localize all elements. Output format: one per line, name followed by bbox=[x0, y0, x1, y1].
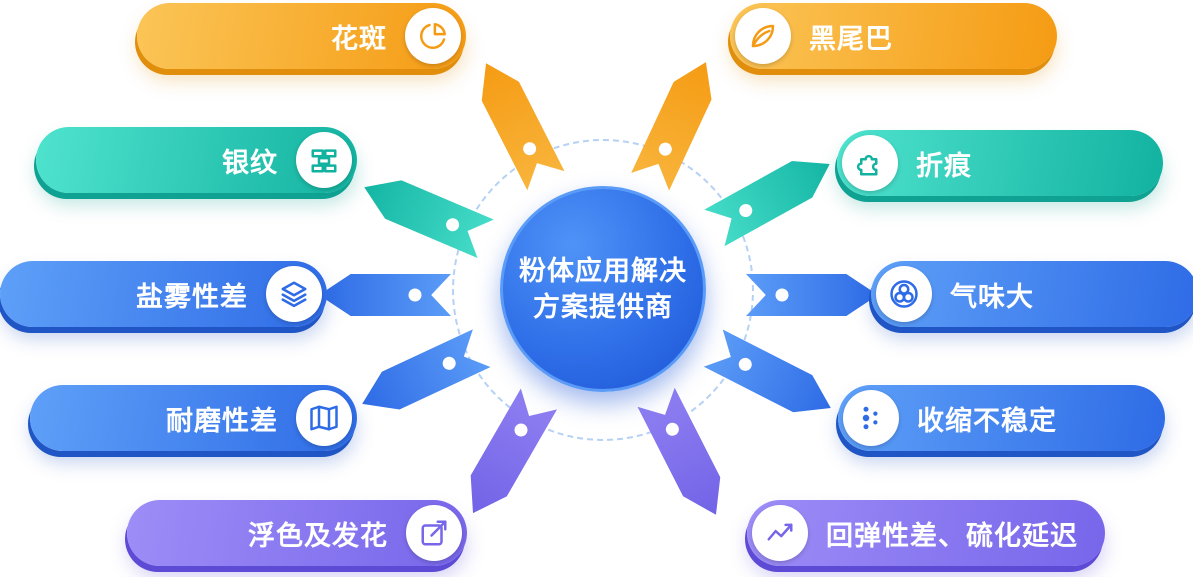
node-yinwen: 银纹 bbox=[36, 127, 357, 193]
center-title-line2: 方案提供商 bbox=[533, 292, 673, 322]
connector-arrow-yanwu bbox=[319, 274, 451, 316]
node-label: 折痕 bbox=[916, 150, 972, 181]
node-label: 花斑 bbox=[331, 23, 387, 54]
center-node: 粉体应用解决 方案提供商 bbox=[500, 186, 706, 392]
node-label: 收缩不稳定 bbox=[917, 405, 1057, 436]
node-fuse: 浮色及发花 bbox=[127, 500, 467, 566]
node-zhehen: 折痕 bbox=[837, 130, 1163, 196]
node-label: 回弹性差、硫化延迟 bbox=[826, 520, 1078, 551]
node-label: 黑尾巴 bbox=[809, 23, 893, 54]
node-yanwu: 盐雾性差 bbox=[0, 261, 327, 327]
pie-chart-icon bbox=[405, 8, 461, 64]
dashed-guide-ring bbox=[452, 139, 754, 441]
node-qiwei: 气味大 bbox=[871, 261, 1193, 327]
node-huaban: 花斑 bbox=[137, 3, 466, 69]
map-icon bbox=[296, 390, 352, 446]
node-heiweiba: 黑尾巴 bbox=[730, 3, 1057, 69]
trend-line-icon bbox=[752, 505, 808, 561]
brick-wall-icon bbox=[296, 132, 352, 188]
node-naimo: 耐磨性差 bbox=[30, 385, 357, 451]
arrow-up-right-box-icon bbox=[406, 505, 462, 561]
node-label: 银纹 bbox=[222, 147, 278, 178]
leaf-icon bbox=[735, 8, 791, 64]
node-label: 耐磨性差 bbox=[166, 405, 278, 436]
connector-arrow-qiwei bbox=[746, 274, 878, 316]
node-huitan: 回弹性差、硫化延迟 bbox=[747, 500, 1105, 566]
node-label: 气味大 bbox=[950, 281, 1034, 312]
dots-flow-icon bbox=[843, 390, 899, 446]
layers-icon bbox=[266, 266, 322, 322]
circles-icon bbox=[876, 266, 932, 322]
node-shousuo: 收缩不稳定 bbox=[838, 385, 1165, 451]
node-label: 盐雾性差 bbox=[136, 281, 248, 312]
puzzle-icon bbox=[842, 135, 898, 191]
node-label: 浮色及发花 bbox=[248, 520, 388, 551]
center-title-line1: 粉体应用解决 bbox=[519, 255, 687, 286]
